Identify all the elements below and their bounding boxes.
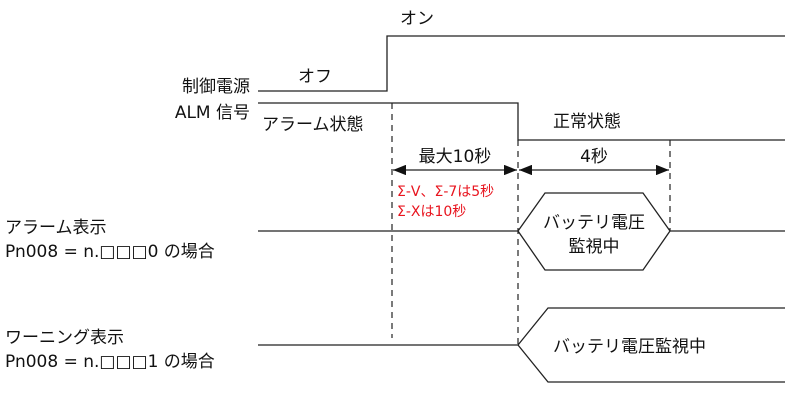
- power-signal-waveform: [258, 35, 785, 92]
- alm-signal-label: ALM 信号: [175, 103, 250, 123]
- warning-box-text: バッテリ電圧監視中: [553, 337, 706, 357]
- warning-display-label-line2: Pn008 = n.□□□1 の場合: [5, 352, 215, 372]
- max-time-label: 最大10秒: [419, 147, 492, 167]
- alarm-box-line2: 監視中: [569, 237, 620, 257]
- series-note-line1: Σ-V、Σ-7は5秒: [397, 184, 494, 200]
- warning-row-upper-line: [517, 307, 785, 346]
- power-on-label: オン: [400, 9, 434, 29]
- power-signal-label: 制御電源: [182, 77, 250, 97]
- normal-state-label: 正常状態: [553, 112, 621, 132]
- alarm-state-label: アラーム状態: [262, 115, 364, 135]
- warning-display-label-line1: ワーニング表示: [5, 328, 124, 348]
- power-off-label: オフ: [298, 67, 332, 87]
- warning-row-lower-line: [517, 344, 785, 383]
- monitor-time-label: 4秒: [580, 147, 608, 167]
- alarm-box-line1: バッテリ電圧: [543, 213, 645, 233]
- alarm-display-label-line2: Pn008 = n.□□□0 の場合: [5, 242, 215, 262]
- alm-signal-waveform: [258, 102, 785, 141]
- series-note-line2: Σ-Xは10秒: [397, 204, 466, 220]
- alarm-display-label-line1: アラーム表示: [5, 218, 107, 238]
